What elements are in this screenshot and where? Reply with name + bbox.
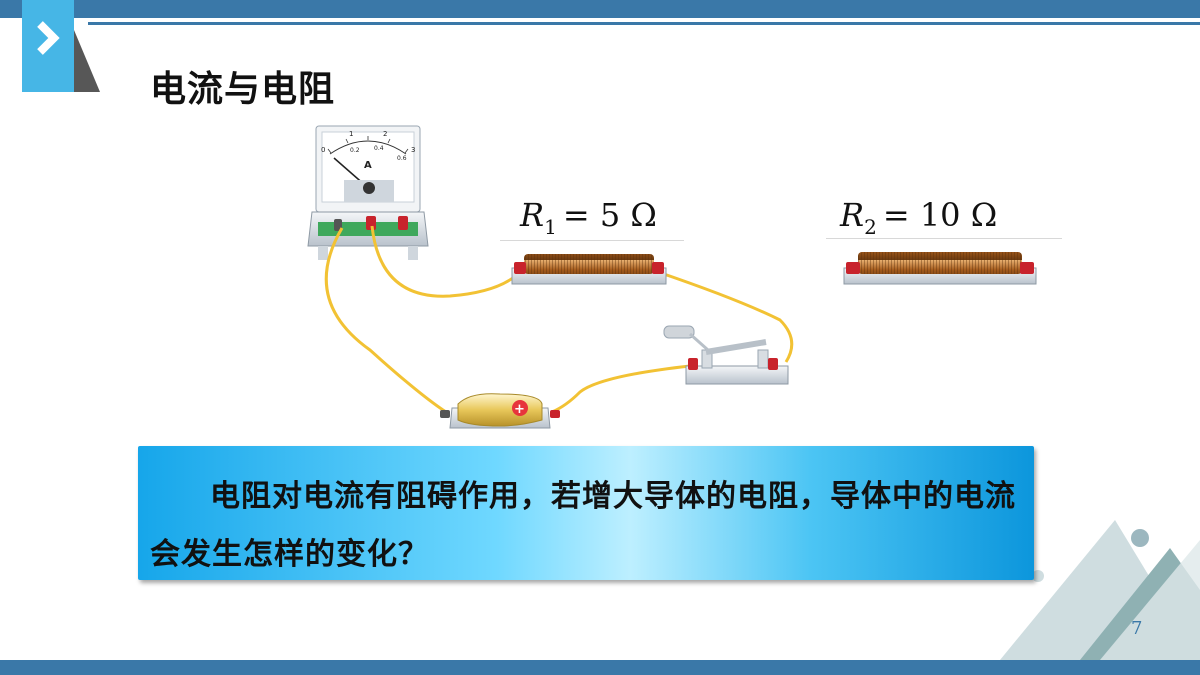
ammeter-scale-04: 0.4: [374, 145, 384, 152]
ammeter-scale-02: 0.2: [350, 147, 360, 154]
decor-triangles: [1000, 520, 1200, 660]
resistor-1-label: R1= 5 Ω: [520, 196, 657, 239]
resistor-2-label: R2= 10 Ω: [840, 196, 997, 239]
resistor-1-value: = 5 Ω: [562, 196, 657, 234]
resistor-2-subscript: 2: [864, 215, 877, 239]
knife-switch: [663, 325, 789, 385]
resistor-1-symbol: R: [520, 196, 545, 234]
question-text: 电阻对电流有阻碍作用，若增大导体的电阻，导体中的电流会发生怎样的变化？: [150, 479, 1016, 572]
resistor-2: [843, 252, 1037, 285]
resistor-2-underline: [826, 238, 1062, 239]
resistor-1-subscript: 1: [544, 215, 557, 239]
resistor-2-value: = 10 Ω: [882, 196, 998, 234]
top-bar: [0, 0, 1200, 18]
battery: +: [440, 393, 560, 429]
chevron-right-icon: [37, 21, 60, 55]
page-number: 7: [1131, 618, 1143, 639]
ammeter-scale-2: 2: [383, 130, 387, 138]
ammeter: 0 1 2 3 0.2 0.4 0.6 A: [307, 125, 429, 260]
ammeter-scale-06: 0.6: [397, 155, 407, 162]
tab-shadow: [74, 30, 100, 92]
ammeter-scale-0: 0: [321, 146, 325, 154]
wires: [324, 225, 794, 414]
svg-text:+: +: [514, 402, 525, 417]
ammeter-scale-1: 1: [349, 130, 353, 138]
bottom-bar: [0, 660, 1200, 675]
resistor-2-symbol: R: [840, 196, 865, 234]
ammeter-unit: A: [364, 160, 372, 171]
question-callout: 电阻对电流有阻碍作用，若增大导体的电阻，导体中的电流会发生怎样的变化？: [138, 446, 1034, 580]
top-line: [88, 22, 1200, 25]
page-title: 电流与电阻: [150, 69, 336, 110]
resistor-1: [511, 254, 667, 285]
header-tab: [22, 0, 74, 92]
ammeter-scale-3: 3: [411, 146, 415, 154]
resistor-1-underline: [500, 240, 684, 241]
